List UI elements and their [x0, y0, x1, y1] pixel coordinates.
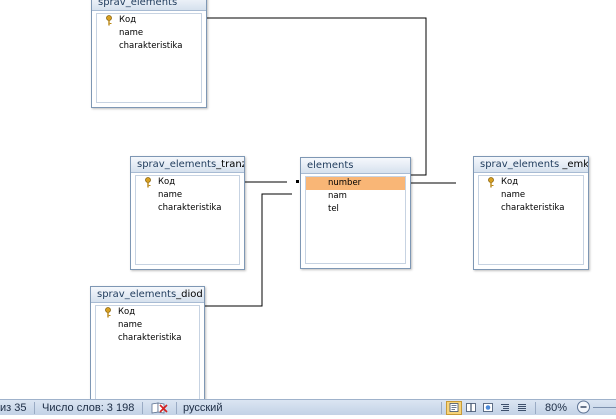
- field-row[interactable]: charakteristika: [158, 203, 222, 213]
- print-layout-view-button[interactable]: [446, 401, 462, 415]
- primary-key-icon: [488, 177, 494, 188]
- status-divider: [142, 402, 143, 414]
- web-layout-icon: [483, 403, 493, 412]
- field-list: number nam tel: [305, 176, 406, 264]
- zoom-out-icon: [577, 400, 590, 414]
- field-row[interactable]: name: [119, 28, 144, 38]
- draft-icon: [518, 404, 526, 411]
- field-row[interactable]: Код: [136, 176, 239, 189]
- zoom-slider-track[interactable]: [593, 407, 616, 408]
- primary-key-icon: [105, 307, 111, 318]
- relationship-lines: [203, 16, 456, 399]
- proofing-status-icon[interactable]: [150, 401, 170, 415]
- status-divider: [441, 402, 442, 414]
- status-divider: [176, 402, 177, 414]
- field-list: Код name charakteristika: [135, 175, 240, 265]
- table-sprav-elements-emk[interactable]: sprav_elements _emk Код name charakteris…: [473, 156, 589, 270]
- table-sprav-elements-tranz[interactable]: sprav_elements_tranz Код name charakteri…: [130, 156, 245, 270]
- field-row[interactable]: Код: [96, 306, 199, 319]
- book-check-icon: [151, 402, 168, 414]
- field-list: Код name charakteristika: [95, 305, 200, 399]
- relation-line-sprav-elements: [207, 17, 427, 176]
- field-row[interactable]: charakteristika: [118, 333, 182, 343]
- relationship-diagram-canvas[interactable]: sprav_elements Код name charakteristika …: [0, 0, 616, 399]
- field-row[interactable]: name: [501, 190, 526, 200]
- table-title[interactable]: sprav_elements_tranz: [131, 157, 244, 173]
- field-list: Код name charakteristika: [478, 175, 584, 265]
- field-row[interactable]: charakteristika: [501, 203, 565, 213]
- field-row[interactable]: name: [158, 190, 183, 200]
- language-indicator[interactable]: русский: [183, 402, 223, 414]
- primary-key-icon: [106, 15, 112, 26]
- table-title[interactable]: elements: [301, 158, 410, 174]
- relation-line-sprav-elements-diod: [204, 193, 292, 307]
- zoom-level[interactable]: 80%: [545, 402, 568, 414]
- field-row[interactable]: name: [118, 320, 143, 330]
- table-sprav-elements[interactable]: sprav_elements Код name charakteristika: [91, 0, 207, 108]
- full-screen-reading-view-button[interactable]: [463, 401, 479, 415]
- field-row[interactable]: tel: [328, 204, 339, 214]
- field-list: Код name charakteristika: [96, 13, 202, 103]
- draft-view-button[interactable]: [514, 401, 530, 415]
- table-title[interactable]: sprav_elements: [92, 0, 206, 11]
- field-row[interactable]: charakteristika: [119, 41, 183, 51]
- reading-view-icon: [466, 403, 476, 412]
- table-sprav-elements-diod[interactable]: sprav_elements_diod Код name charakteris…: [90, 286, 205, 399]
- field-row[interactable]: Код: [97, 14, 201, 27]
- zoom-out-button[interactable]: [576, 400, 591, 414]
- outline-icon: [501, 404, 509, 411]
- page-info[interactable]: из 35: [0, 402, 27, 414]
- status-bar: из 35 Число слов: 3 198 русский 80%: [0, 399, 616, 415]
- status-divider: [535, 402, 536, 414]
- relation-endpoint-marker: [296, 180, 299, 183]
- web-layout-view-button[interactable]: [480, 401, 496, 415]
- field-row[interactable]: Код: [479, 176, 583, 189]
- word-count[interactable]: Число слов: 3 198: [42, 402, 135, 414]
- table-elements[interactable]: elements number nam tel: [300, 157, 411, 269]
- field-row[interactable]: nam: [328, 191, 347, 201]
- outline-view-button[interactable]: [497, 401, 513, 415]
- table-title[interactable]: sprav_elements _emk: [474, 157, 588, 173]
- print-layout-icon: [449, 403, 459, 412]
- status-divider: [34, 402, 35, 414]
- primary-key-icon: [145, 177, 151, 188]
- table-title[interactable]: sprav_elements_diod: [91, 287, 204, 303]
- field-row-selected[interactable]: number: [306, 177, 405, 190]
